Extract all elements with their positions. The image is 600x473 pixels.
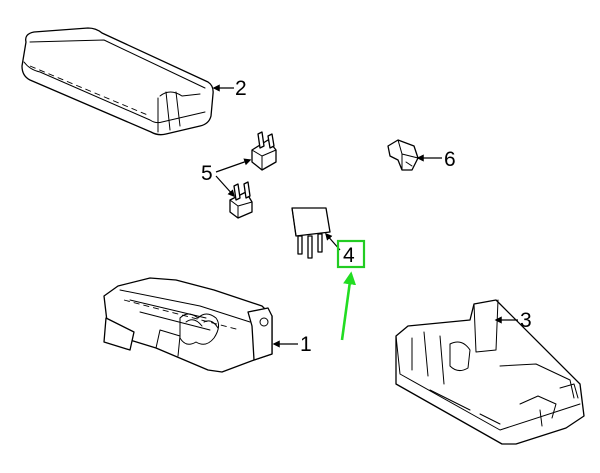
callout-6: 6 [444, 148, 456, 171]
callout-1: 1 [300, 333, 312, 356]
junction-block [103, 277, 273, 373]
callout-3: 3 [520, 309, 532, 332]
highlight-arrow [340, 271, 357, 341]
callout-5: 5 [201, 162, 213, 185]
callout-5-leader-lower [215, 175, 235, 198]
callout-5-leader-upper [215, 158, 252, 173]
relay [291, 207, 331, 259]
fuse-box-lower-case [395, 299, 585, 445]
mini-fuse-lower [229, 181, 253, 219]
fuse-clip [387, 139, 419, 171]
callout-4: 4 [343, 244, 355, 267]
callout-2: 2 [235, 77, 247, 100]
callout-4-highlight-box [336, 239, 366, 269]
mini-fuse-upper [251, 131, 277, 171]
fuse-box-cover [21, 27, 214, 136]
